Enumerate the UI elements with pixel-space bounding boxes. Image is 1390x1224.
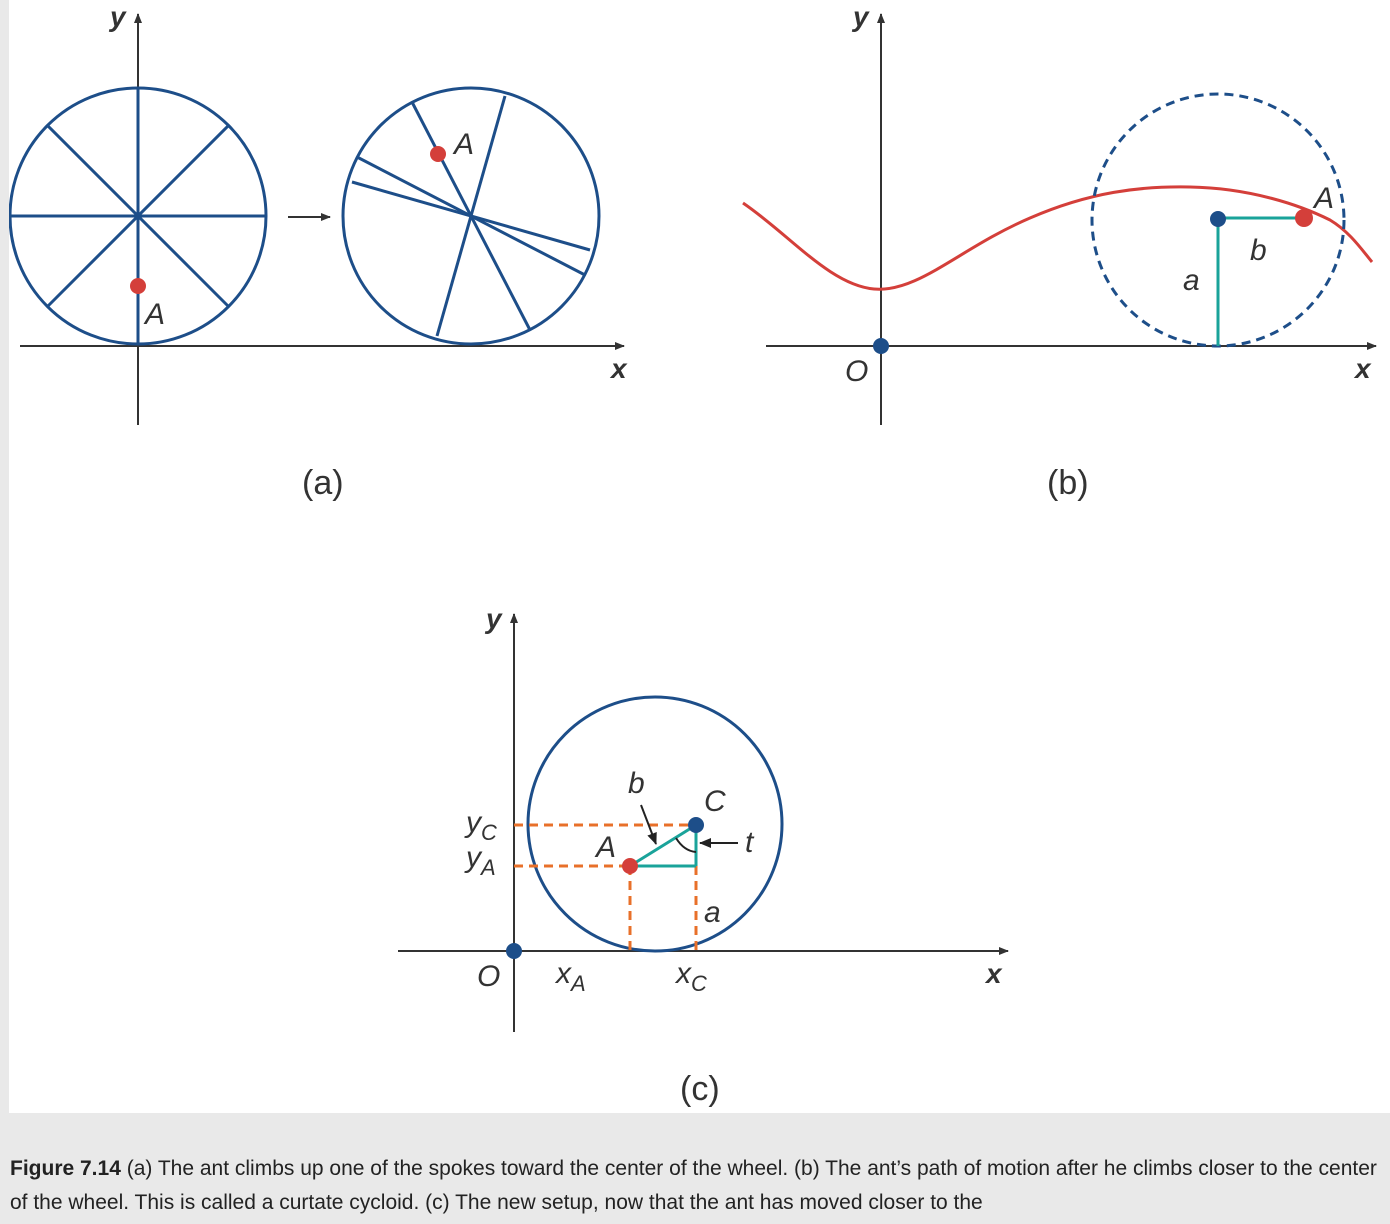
- panel-c-center-label: C: [704, 785, 726, 818]
- panel-b-point-a-label: A: [1312, 182, 1334, 215]
- xc-label: xC: [674, 957, 707, 996]
- arrow-to-b: [640, 804, 657, 845]
- panel-c: y x b C t A a O yC yA xA xC: [398, 603, 1009, 1108]
- figure-diagram: y x A A (a) y x O: [9, 1, 1377, 1108]
- point-a-dot: [130, 278, 146, 294]
- panel-c-point-a-label: A: [594, 831, 616, 864]
- figure-panel: y x A A (a) y x O: [9, 0, 1390, 1113]
- curtate-cycloid-curve: [742, 185, 1374, 291]
- xa-label: xA: [554, 957, 586, 996]
- panel-c-origin-dot: [506, 943, 522, 959]
- panel-b-y-label: y: [851, 1, 870, 32]
- panel-c-b-label: b: [628, 767, 645, 800]
- panel-c-caption-label: (c): [680, 1070, 720, 1108]
- panel-b: y x O A a b (b): [742, 1, 1377, 502]
- center-c-dot: [688, 817, 704, 833]
- wheel-2: [341, 86, 601, 346]
- panel-c-point-a-dot: [622, 858, 638, 874]
- angle-t-arc: [675, 837, 697, 853]
- panel-b-origin-label: O: [845, 355, 868, 388]
- radius-triangle: [629, 823, 698, 868]
- panel-b-point-a-dot: [1295, 209, 1313, 227]
- panel-b-caption-label: (b): [1047, 464, 1089, 502]
- panel-b-origin-dot: [873, 338, 889, 354]
- wheel-center-dot: [1210, 211, 1226, 227]
- panel-c-x-label: x: [984, 958, 1003, 989]
- panel-b-radius-b-label: b: [1250, 234, 1267, 267]
- yc-label: yC: [464, 806, 497, 845]
- caption-text: (a) The ant climbs up one of the spokes …: [10, 1157, 1377, 1214]
- panel-c-origin-label: O: [477, 960, 500, 993]
- panel-a: y x A A (a): [9, 1, 628, 502]
- panel-b-radius-a-label: a: [1183, 264, 1200, 297]
- panel-b-x-label: x: [1353, 353, 1372, 384]
- figure-caption: Figure 7.14 (a) The ant climbs up one of…: [10, 1152, 1382, 1220]
- panel-c-wheel: [526, 695, 784, 953]
- panel-c-y-label: y: [484, 603, 503, 634]
- panel-a-caption-label: (a): [302, 464, 344, 502]
- panel-c-t-label: t: [745, 826, 755, 859]
- point-a-label: A: [143, 298, 165, 331]
- panel-a-y-label: y: [108, 1, 127, 32]
- dashed-guides: [514, 823, 698, 951]
- point-a-dot-rotated: [430, 146, 446, 162]
- panel-c-a-label: a: [704, 896, 721, 929]
- wheel-1: [9, 86, 268, 346]
- ya-label: yA: [464, 841, 496, 880]
- figure-number: Figure 7.14: [10, 1157, 121, 1180]
- point-a-label-rotated: A: [452, 128, 474, 161]
- panel-a-x-label: x: [609, 353, 628, 384]
